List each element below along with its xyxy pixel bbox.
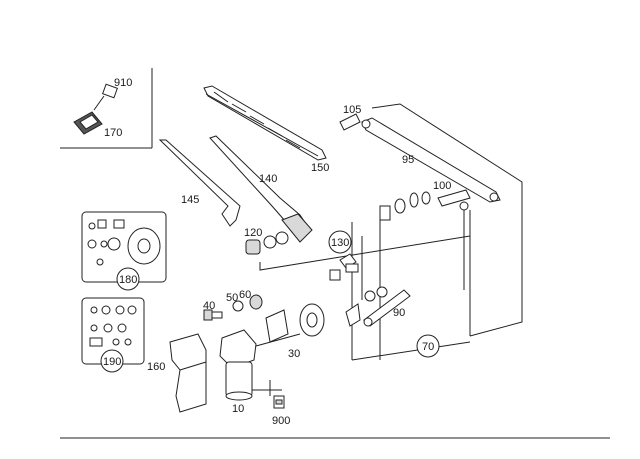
label-95: 95 [402,154,414,166]
arm-cover-145 [158,139,241,227]
label-40: 40 [203,300,215,312]
nut-60 [249,294,263,310]
label-170: 170 [104,127,122,139]
connector-plug-910 [93,83,118,111]
label-105: 105 [343,104,361,116]
washer-50 [232,300,244,312]
callout-circle-190 [100,349,124,373]
screw-40 [203,309,223,321]
connector-900 [273,395,285,409]
label-90: 90 [393,307,405,319]
linkage-rod-95 [361,117,501,203]
label-30: 30 [288,348,300,360]
inset-frame-top-left [60,68,153,149]
kit-frame-190 [81,297,145,365]
label-150: 150 [311,162,329,174]
kit-frame-180 [81,211,167,283]
callout-circle-130 [328,230,352,254]
wiper-blade-150 [203,85,327,161]
label-120: 120 [244,227,262,239]
label-190: 190 [103,356,121,368]
switch-module-170 [73,111,103,135]
drive-plate [265,253,388,343]
bushings-100 [379,189,471,290]
wiper-arm-140 [209,135,313,243]
frame-right [371,103,523,337]
nut-120 [245,231,289,255]
label-140: 140 [259,173,277,185]
label-145: 145 [181,194,199,206]
callout-circle-180 [116,267,140,291]
motor-cover-160 [169,333,207,413]
label-130: 130 [331,237,349,249]
label-160: 160 [147,361,165,373]
label-50: 50 [226,292,238,304]
label-910: 910 [114,77,132,89]
label-900: 900 [272,415,290,427]
label-180: 180 [119,274,137,286]
label-100: 100 [433,180,451,192]
label-70: 70 [422,341,434,353]
callout-circle-70 [416,334,440,358]
wiper-motor-10 [219,329,301,401]
label-10: 10 [232,403,244,415]
label-60: 60 [239,289,251,301]
spindle-105 [339,113,361,131]
crank-90 [363,289,411,327]
